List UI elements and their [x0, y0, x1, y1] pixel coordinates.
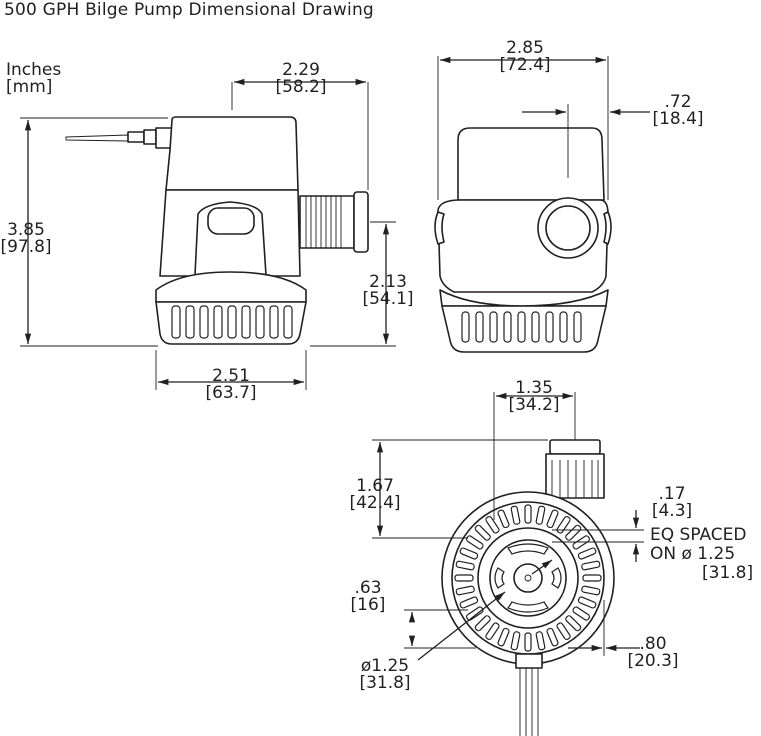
bottom-view: [441, 439, 615, 736]
dim-outlet-height: 2.13[54.1]: [362, 272, 414, 309]
strainer-slot: [565, 524, 582, 541]
dim-wire-offset: .63[16]: [350, 578, 386, 615]
strainer-slot: [535, 505, 546, 525]
hole-spacing-note: EQ SPACED ON ø 1.25 [31.8]: [650, 525, 754, 583]
bottom-view-dimensions: [372, 392, 644, 661]
strainer-slot: [455, 560, 475, 571]
strainer-slot: [524, 504, 532, 524]
dim-outlet-offset: .72[18.4]: [652, 92, 704, 129]
strainer-slot: [582, 574, 602, 582]
strainer-slot: [485, 622, 500, 640]
strainer-slot: [466, 535, 484, 550]
strainer-slot: [556, 516, 571, 534]
strainer-slot: [546, 627, 559, 647]
strainer-slot: [485, 516, 500, 534]
strainer-slot: [572, 606, 590, 621]
strainer-slot: [535, 631, 546, 651]
strainer-slot: [510, 505, 521, 525]
side-view: [65, 116, 369, 345]
dim-hole-size: .17[4.3]: [651, 484, 693, 521]
strainer-slot: [581, 585, 601, 596]
radial-slots: [454, 504, 602, 652]
units-legend: Inches [mm]: [6, 62, 61, 96]
page-title: 500 GPH Bilge Pump Dimensional Drawing: [4, 0, 374, 20]
dim-top-offset-y: 1.67[42.4]: [349, 476, 401, 513]
dim-front-width: 2.85[72.4]: [499, 38, 551, 75]
strainer-slot: [474, 615, 491, 632]
strainer-slot: [459, 547, 479, 560]
strainer-slot: [546, 509, 559, 529]
strainer-slot: [455, 585, 475, 596]
strainer-slot: [577, 596, 597, 609]
strainer-slot: [510, 631, 521, 651]
dim-base-width: 2.51[63.7]: [205, 366, 257, 403]
dim-top-offset-x: 1.35[34.2]: [508, 378, 560, 415]
strainer-slot: [556, 622, 571, 640]
dim-circle-diameter: ø1.25[31.8]: [359, 656, 411, 693]
front-view: [434, 127, 612, 353]
strainer-slot: [497, 509, 510, 529]
dim-wire-spacing: .80[20.3]: [627, 634, 679, 671]
strainer-slot: [497, 627, 510, 647]
units-inches: Inches: [6, 60, 62, 80]
strainer-slot: [577, 547, 597, 560]
strainer-slot: [581, 560, 601, 571]
strainer-slot: [454, 574, 474, 582]
strainer-slot: [474, 524, 491, 541]
dim-outlet-reach: 2.29[58.2]: [275, 60, 327, 97]
strainer-slot: [459, 596, 479, 609]
strainer-slot: [524, 632, 532, 652]
side-view-dimensions: [20, 78, 396, 390]
units-mm: [mm]: [6, 77, 53, 97]
strainer-slot: [466, 606, 484, 621]
front-view-dimensions: [437, 56, 650, 200]
strainer-slot: [565, 615, 582, 632]
dim-height: 3.85[97.8]: [0, 220, 52, 257]
